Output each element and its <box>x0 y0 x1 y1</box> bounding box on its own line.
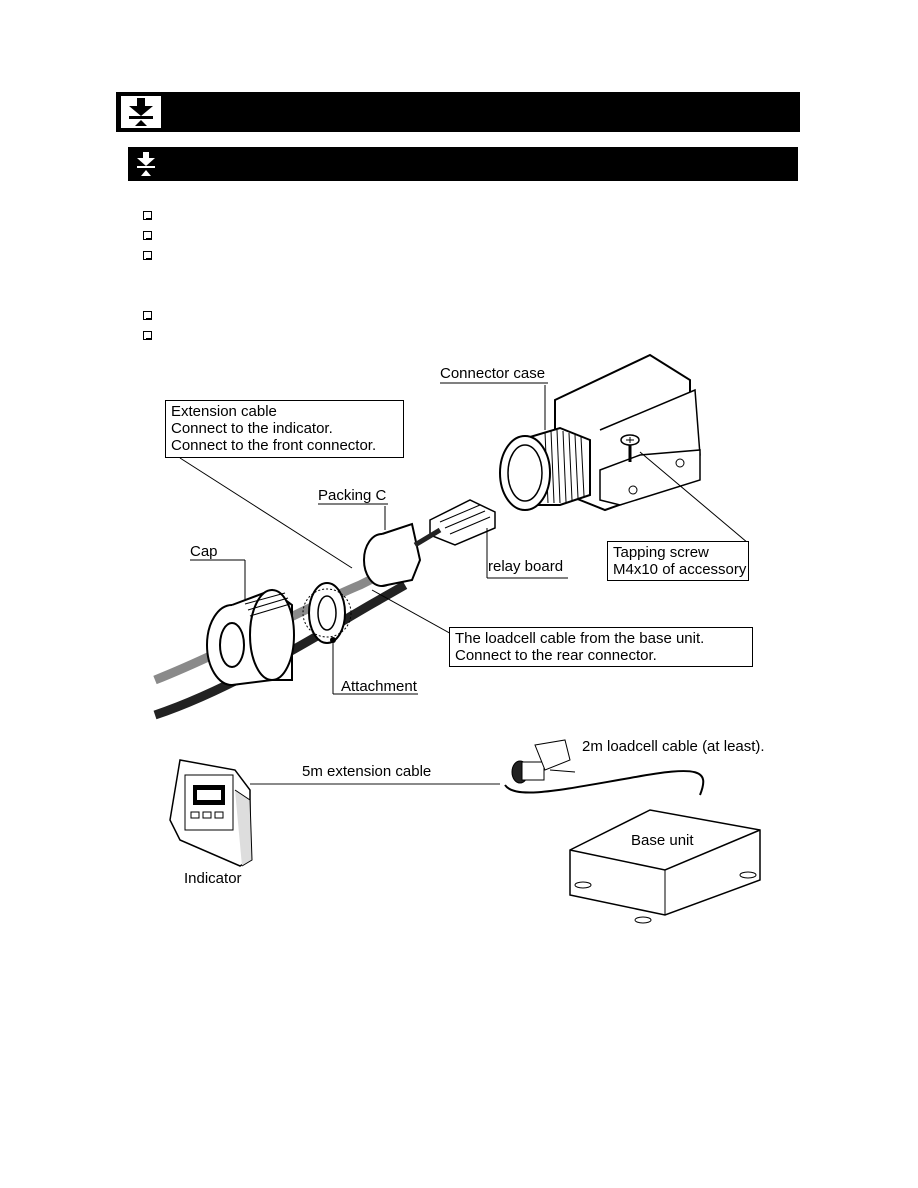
install-icon-glyph <box>129 98 153 126</box>
cap-label: Cap <box>190 543 218 560</box>
install-icon-small-glyph <box>137 152 155 176</box>
list-bullet <box>143 331 152 340</box>
tapping-screw-shape <box>620 434 640 462</box>
indicator-shape <box>169 759 253 867</box>
relay-board-shape <box>429 499 496 546</box>
attachment-shape <box>302 582 352 644</box>
connector-case-shape <box>499 353 701 512</box>
packing-c-shape <box>363 522 422 587</box>
list-bullet <box>143 211 152 220</box>
cap-shape <box>206 588 295 686</box>
small-connector-shape <box>511 739 576 784</box>
loadcell-2m-label: 2m loadcell cable (at least). <box>582 738 765 755</box>
indicator-label: Indicator <box>184 870 242 887</box>
extension-cable-line-3: Connect to the front connector. <box>171 437 377 454</box>
loadcell-cable-line-1: The loadcell cable from the base unit. <box>455 630 705 647</box>
relay-board-label: relay board <box>488 558 564 575</box>
connector-case-label: Connector case <box>440 365 546 382</box>
extension-5m-label: 5m extension cable <box>302 763 432 780</box>
base-unit-shape <box>569 809 761 924</box>
base-unit-label: Base unit <box>631 832 694 849</box>
tapping-screw-line-2: M4x10 of accessory <box>613 561 747 578</box>
subsection-header-bar <box>128 147 798 181</box>
list-bullet <box>143 311 152 320</box>
tapping-screw-callout: Tapping screw M4x10 of accessory <box>607 541 749 581</box>
install-icon <box>119 94 163 130</box>
extension-cable-line-1: Extension cable <box>171 403 277 420</box>
extension-cable-callout: Extension cable Connect to the indicator… <box>165 400 404 458</box>
tapping-screw-line-1: Tapping screw <box>613 544 709 561</box>
loadcell-cable-line-2: Connect to the rear connector. <box>455 647 657 664</box>
attachment-label: Attachment <box>341 678 417 695</box>
list-bullet <box>143 231 152 240</box>
packing-c-label: Packing C <box>318 487 387 504</box>
section-header-bar <box>116 92 800 132</box>
install-icon-small <box>130 149 162 179</box>
extension-cable-line-2: Connect to the indicator. <box>171 420 333 437</box>
list-bullet <box>143 251 152 260</box>
loadcell-cable-callout: The loadcell cable from the base unit. C… <box>449 627 753 667</box>
